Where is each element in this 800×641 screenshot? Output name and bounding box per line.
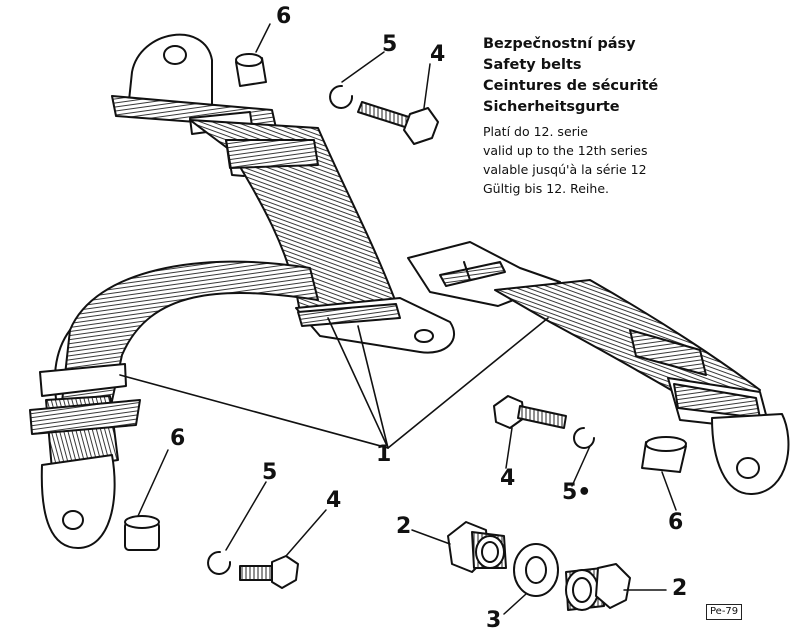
callout-3: 3 xyxy=(486,608,502,633)
spring-washer-top xyxy=(329,84,354,109)
spring-washer-right xyxy=(573,427,595,449)
spring-washer-lower xyxy=(207,550,232,575)
lap-buckle xyxy=(39,363,127,397)
callout-2-right: 2 xyxy=(672,576,688,601)
callout-4-middle: 4 xyxy=(500,466,516,491)
bolt-top xyxy=(357,101,439,145)
lower-anchor-hole xyxy=(62,510,84,530)
title-line-cz: Bezpečnostní pásy xyxy=(483,36,636,52)
lap-webbing xyxy=(59,260,319,421)
note-line-en: valid up to the 12th series xyxy=(483,143,648,158)
title-block: Bezpečnostní pásy Safety belts Ceintures… xyxy=(483,34,658,118)
callout-1: 1 xyxy=(376,442,392,467)
spacer-bushing-right xyxy=(641,436,687,473)
bolt-middle xyxy=(493,395,567,429)
callout-6-lower-left: 6 xyxy=(170,426,186,451)
upper-anchor-hole xyxy=(163,45,187,65)
right-anchor-plate xyxy=(711,413,790,496)
figure-reference: Pe-79 xyxy=(706,604,743,620)
right-anchor-hole xyxy=(736,457,760,479)
right-strap xyxy=(407,241,790,496)
spacer-bushing-top xyxy=(235,53,267,87)
anchor-nut-left xyxy=(447,521,507,573)
callout-4-top: 4 xyxy=(430,42,446,67)
note-line-de: Gültig bis 12. Reihe. xyxy=(483,181,609,196)
validity-note: Platí do 12. serie valid up to the 12th … xyxy=(483,122,647,198)
note-line-cz: Platí do 12. serie xyxy=(483,124,588,139)
title-line-en: Safety belts xyxy=(483,57,582,73)
spacer-bushing-lower-left xyxy=(124,515,160,551)
upper-strap xyxy=(111,33,456,354)
callout-6-top: 6 xyxy=(276,4,292,29)
title-line-de: Sicherheitsgurte xyxy=(483,99,620,115)
anchor-nut-right xyxy=(565,563,631,611)
lower-anchor-plate xyxy=(40,454,116,549)
callout-5-right: 5• xyxy=(562,480,592,505)
callout-5-lower: 5 xyxy=(262,460,278,485)
upper-anchor-plate xyxy=(127,33,213,119)
title-line-fr: Ceintures de sécurité xyxy=(483,78,659,94)
right-adjuster xyxy=(629,329,707,376)
leader-lines-1 xyxy=(119,317,549,449)
callout-2-left: 2 xyxy=(396,514,412,539)
flat-washer xyxy=(513,543,559,597)
lap-strap xyxy=(29,260,319,549)
bolt-lower xyxy=(239,555,299,589)
callout-6-right: 6 xyxy=(668,510,684,535)
callout-4-lower: 4 xyxy=(326,488,342,513)
upper-adjuster xyxy=(225,139,319,169)
note-line-fr: valable jusqú'à la série 12 xyxy=(483,162,647,177)
callout-5-top: 5 xyxy=(382,32,398,57)
